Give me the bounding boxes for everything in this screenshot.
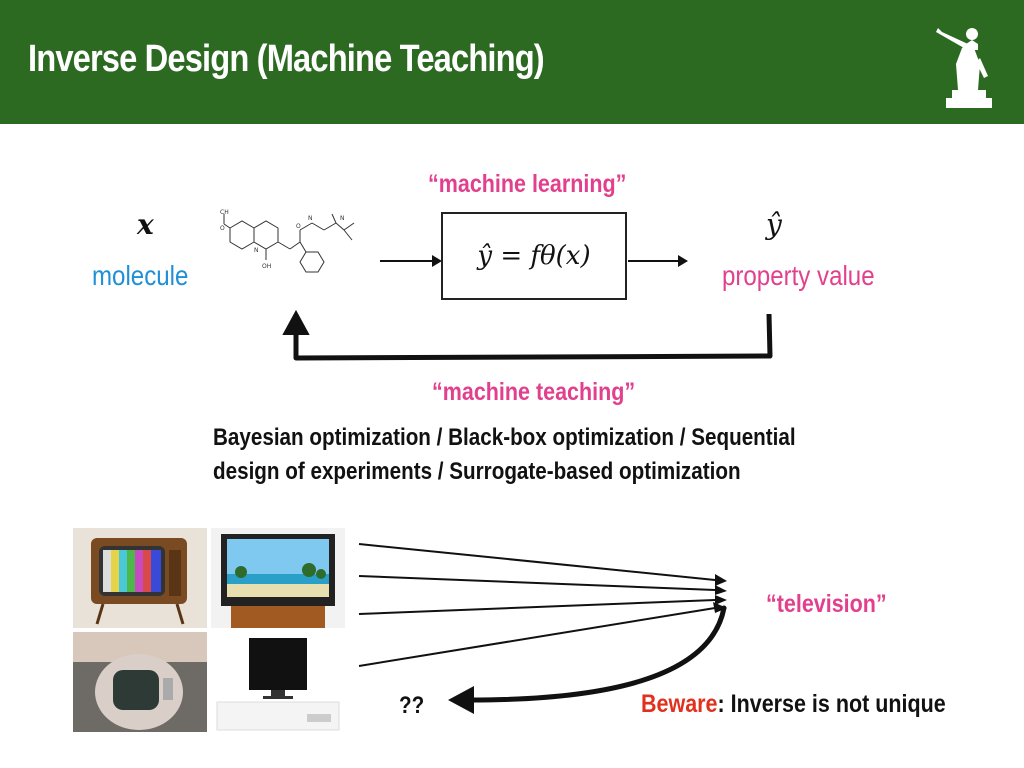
slide-title: Inverse Design (Machine Teaching) — [28, 38, 545, 80]
unknown-label: ?? — [399, 692, 425, 719]
images-to-label-arrows — [358, 543, 727, 667]
model-equation: ŷ = fθ(x) — [477, 241, 591, 271]
machine-learning-label: “machine learning” — [428, 170, 627, 198]
vintage-tv-image — [73, 528, 207, 628]
svg-text:O: O — [220, 225, 225, 232]
molecule-structure-icon: CHO OHN ON N — [220, 209, 355, 273]
methods-line-1: Bayesian optimization / Black-box optimi… — [213, 424, 796, 451]
retro-portable-tv-image — [73, 632, 207, 732]
beware-note: Beware: Inverse is not unique — [641, 690, 946, 719]
methods-line-2: design of experiments / Surrogate-based … — [213, 458, 741, 485]
svg-text:N: N — [254, 247, 259, 254]
beware-word: Beware — [641, 690, 718, 718]
svg-text:N: N — [340, 215, 345, 222]
property-value-label: property value — [722, 260, 875, 291]
flat-tv-beach-image — [211, 528, 345, 628]
y-hat-symbol: ŷ — [766, 208, 782, 241]
header-bar: Inverse Design (Machine Teaching) — [0, 0, 1024, 124]
arrow-to-property — [628, 255, 688, 267]
inverse-arrow — [448, 605, 727, 714]
statue-icon — [936, 28, 992, 108]
model-box: ŷ = fθ(x) — [441, 212, 627, 300]
svg-text:N: N — [308, 215, 313, 222]
modern-flatscreen-tv-image — [211, 632, 345, 732]
beware-rest: : Inverse is not unique — [717, 690, 946, 718]
x-symbol: x — [137, 208, 154, 241]
feedback-arrow — [282, 309, 773, 361]
arrow-to-model — [380, 255, 442, 267]
television-label: “television” — [766, 590, 887, 618]
molecule-label: molecule — [92, 260, 189, 291]
svg-text:O: O — [296, 223, 301, 230]
svg-text:OH: OH — [262, 263, 271, 270]
machine-teaching-label: “machine teaching” — [432, 378, 636, 406]
svg-text:CH: CH — [220, 209, 229, 216]
tv-image-grid — [73, 528, 345, 732]
